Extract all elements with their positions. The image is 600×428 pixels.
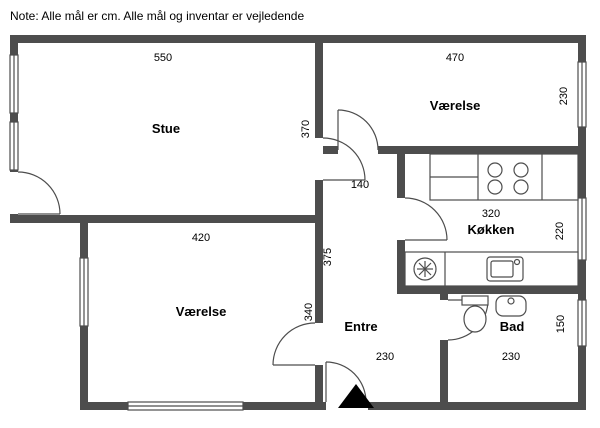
door-opening-bedroom1 bbox=[338, 146, 378, 154]
dim-entre-height: 375 bbox=[322, 248, 334, 266]
wall-kitchen-south bbox=[397, 286, 586, 294]
door-arc-bedroom1 bbox=[337, 109, 379, 151]
door-opening-stue-balcony bbox=[10, 172, 18, 214]
bath-sink bbox=[495, 295, 527, 317]
dim-kitchen-height: 220 bbox=[554, 222, 566, 240]
wall-bath-west bbox=[440, 286, 448, 410]
room-label-stue: Stue bbox=[152, 121, 180, 136]
dim-bedroom2-height: 340 bbox=[303, 303, 315, 321]
dim-stue-height: 370 bbox=[300, 120, 312, 138]
kitchen-fixtures bbox=[404, 153, 579, 287]
room-label-bedroom2: Værelse bbox=[176, 304, 227, 319]
room-label-entre: Entre bbox=[344, 319, 377, 334]
bath-faucet bbox=[507, 297, 515, 305]
door-opening-stue-entre bbox=[315, 138, 323, 180]
dim-bedroom1-height: 230 bbox=[558, 87, 570, 105]
room-label-bath: Bad bbox=[500, 319, 525, 334]
stove-burner-2 bbox=[513, 162, 529, 178]
dim-bath-width: 230 bbox=[502, 351, 520, 363]
door-opening-bedroom2 bbox=[315, 323, 323, 365]
doors bbox=[17, 109, 489, 403]
windows bbox=[9, 54, 587, 411]
dim-bath-height: 150 bbox=[555, 315, 567, 333]
labels: Note: Alle mål er cm. Alle mål og invent… bbox=[10, 9, 570, 363]
dim-entre-width: 230 bbox=[376, 351, 394, 363]
door-opening-bath bbox=[440, 300, 448, 340]
door-arc-bedroom2 bbox=[272, 322, 316, 366]
door-arc-stue-entre bbox=[322, 137, 366, 181]
wall-top bbox=[10, 35, 586, 43]
room-label-bedroom1: Værelse bbox=[430, 98, 481, 113]
wall-stue-south bbox=[10, 215, 323, 223]
dim-bedroom2-width: 420 bbox=[192, 232, 210, 244]
kitchen-faucet bbox=[513, 258, 521, 266]
door-opening-kitchen bbox=[397, 198, 405, 240]
toilet-tank bbox=[461, 295, 489, 306]
dim-kitchen-width: 320 bbox=[482, 208, 500, 220]
door-arc-front bbox=[325, 361, 367, 403]
toilet-bowl bbox=[463, 305, 487, 333]
door-arc-stue-balcony bbox=[17, 171, 61, 215]
note-text: Note: Alle mål er cm. Alle mål og invent… bbox=[10, 9, 304, 23]
wall-center-vertical bbox=[315, 35, 323, 410]
entrance-arrow bbox=[338, 384, 374, 408]
dim-stue-width: 550 bbox=[154, 52, 172, 64]
door-arc-kitchen bbox=[404, 197, 448, 241]
fan-blade-d2 bbox=[418, 262, 432, 276]
kitchen-sink-basin bbox=[490, 260, 514, 278]
stove-burner-3 bbox=[487, 179, 503, 195]
stove-burner-1 bbox=[487, 162, 503, 178]
dim-bedroom1-width: 470 bbox=[446, 52, 464, 64]
bath-fixtures bbox=[461, 295, 527, 333]
dim-hall-width: 140 bbox=[351, 179, 369, 191]
stove-burner-4 bbox=[513, 179, 529, 195]
room-label-kitchen: Køkken bbox=[468, 222, 515, 237]
wall-bedroom1-south bbox=[315, 146, 586, 154]
